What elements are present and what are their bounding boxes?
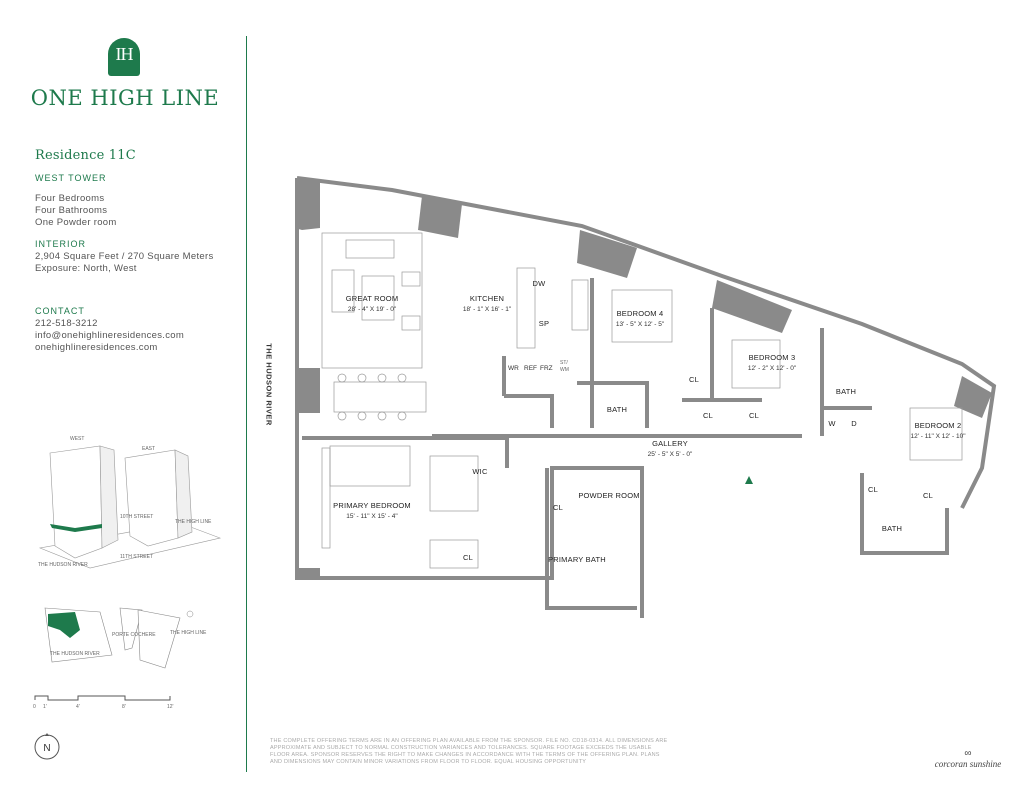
walls xyxy=(295,178,992,578)
key-high-line: THE HIGH LINE xyxy=(175,519,212,525)
scale-tick: 4' xyxy=(76,704,80,710)
washer-label: W xyxy=(828,419,836,428)
dryer-label: D xyxy=(851,419,857,428)
logo-monogram: IH xyxy=(115,44,134,64)
contact-email[interactable]: info@onehighlineresidences.com xyxy=(35,330,185,341)
primary-bedroom-label: PRIMARY BEDROOM xyxy=(333,501,411,510)
scale-tick: 8' xyxy=(122,704,126,710)
contact-heading: CONTACT xyxy=(35,306,85,316)
furniture xyxy=(321,232,963,569)
feature-item: Four Bathrooms xyxy=(35,205,108,216)
gallery-dims: 25' - 5" X 5' - 0" xyxy=(648,451,693,458)
residence-tower: WEST TOWER xyxy=(35,173,107,183)
interior-details: 2,904 Square Feet / 270 Square Meters Ex… xyxy=(35,251,214,275)
key-east-label: EAST xyxy=(142,446,155,452)
scale-tick: 12' xyxy=(167,704,174,710)
scale-tick: 1' xyxy=(43,704,47,710)
key-11th-street: 11TH STREET xyxy=(120,554,153,560)
bath-label: BATH xyxy=(607,405,627,414)
feature-item: One Powder room xyxy=(35,217,117,228)
key-10th-street: 10TH STREET xyxy=(120,514,153,520)
key-west-label: WEST xyxy=(70,436,84,442)
frz-label: FRZ xyxy=(540,365,553,372)
bedroom3-dims: 12' - 2" X 12' - 0" xyxy=(748,365,797,372)
gallery-label: GALLERY xyxy=(652,439,688,448)
dw-label: DW xyxy=(533,279,547,288)
interior-area: 2,904 Square Feet / 270 Square Meters xyxy=(35,251,214,262)
residence-features: Four Bedrooms Four Bathrooms One Powder … xyxy=(35,193,117,229)
key-river: THE HUDSON RIVER xyxy=(38,562,88,568)
bedroom2-dims: 12' - 11" X 12' - 10" xyxy=(910,433,966,440)
bedroom2-label: BEDROOM 2 xyxy=(915,421,962,430)
closet-label: CL xyxy=(689,375,699,384)
contact-website[interactable]: onehighlineresidences.com xyxy=(35,342,158,353)
legal-disclaimer: THE COMPLETE OFFERING TERMS ARE IN AN OF… xyxy=(270,738,668,765)
closet-label: CL xyxy=(868,485,878,494)
kitchen-label: KITCHEN xyxy=(470,294,504,303)
great-room-dims: 28' - 4" X 19' - 0" xyxy=(348,306,397,313)
entry-marker-icon xyxy=(745,476,753,484)
bath-label: BATH xyxy=(836,387,856,396)
brand-name: ONE HIGH LINE xyxy=(30,86,220,110)
bedroom4-dims: 13' - 5" X 12' - 5" xyxy=(616,321,665,328)
sp-label: SP xyxy=(539,319,549,328)
closet-label: CL xyxy=(923,491,933,500)
powder-room-label: POWDER ROOM xyxy=(578,491,639,500)
closet-label: CL xyxy=(703,411,713,420)
brand-logo: IH xyxy=(108,38,140,76)
north-compass-icon: N xyxy=(34,733,60,760)
closet-label: CL xyxy=(553,503,563,512)
interior-exposure: Exposure: North, West xyxy=(35,263,137,274)
wic-label: WIC xyxy=(472,467,488,476)
scale-tick: 0 xyxy=(33,704,36,710)
washer-machine-label: WM xyxy=(560,367,569,373)
broker-name: corcoran sunshine xyxy=(934,759,1002,769)
floor-plan: GREAT ROOM 28' - 4" X 19' - 0" KITCHEN 1… xyxy=(295,176,997,618)
bedroom4-label: BEDROOM 4 xyxy=(617,309,664,318)
closet-label: CL xyxy=(463,553,473,562)
storage-label: ST/ xyxy=(560,360,568,366)
residence-title: Residence 11C xyxy=(35,148,136,163)
broker-mark-icon: ∞ xyxy=(964,748,972,759)
site-porte-cochere: PORTE COCHERE xyxy=(112,632,156,638)
site-high-line: THE HIGH LINE xyxy=(170,630,207,636)
primary-bedroom-dims: 15' - 11" X 15' - 4" xyxy=(346,513,398,520)
ref-label: REF xyxy=(524,365,537,372)
great-room-label: GREAT ROOM xyxy=(346,294,399,303)
site-plan: THE HUDSON RIVER PORTE COCHERE THE HIGH … xyxy=(44,607,207,669)
building-key-plan: WEST EAST 10TH STREET THE HIGH LINE 11TH… xyxy=(38,436,222,569)
contact-phone[interactable]: 212-518-3212 xyxy=(35,318,98,329)
feature-item: Four Bedrooms xyxy=(35,193,105,204)
kitchen-dims: 18' - 1" X 16' - 1" xyxy=(463,306,512,313)
bath-label: BATH xyxy=(882,524,902,533)
wr-label: WR xyxy=(508,365,519,372)
wall-lines xyxy=(295,176,997,618)
closet-label: CL xyxy=(749,411,759,420)
primary-bath-label: PRIMARY BATH xyxy=(548,555,606,564)
divider xyxy=(246,36,247,772)
bedroom3-label: BEDROOM 3 xyxy=(749,353,796,362)
room-labels: GREAT ROOM 28' - 4" X 19' - 0" KITCHEN 1… xyxy=(333,279,966,564)
site-river-label: THE HUDSON RIVER xyxy=(50,651,100,657)
contact-details: 212-518-3212 info@onehighlineresidences.… xyxy=(35,318,184,354)
scale-bar: 0 1' 4' 8' 12' xyxy=(33,695,174,710)
compass-label: N xyxy=(43,743,50,754)
broker-logo: ∞ corcoran sunshine xyxy=(928,748,1008,769)
interior-heading: INTERIOR xyxy=(35,239,87,249)
